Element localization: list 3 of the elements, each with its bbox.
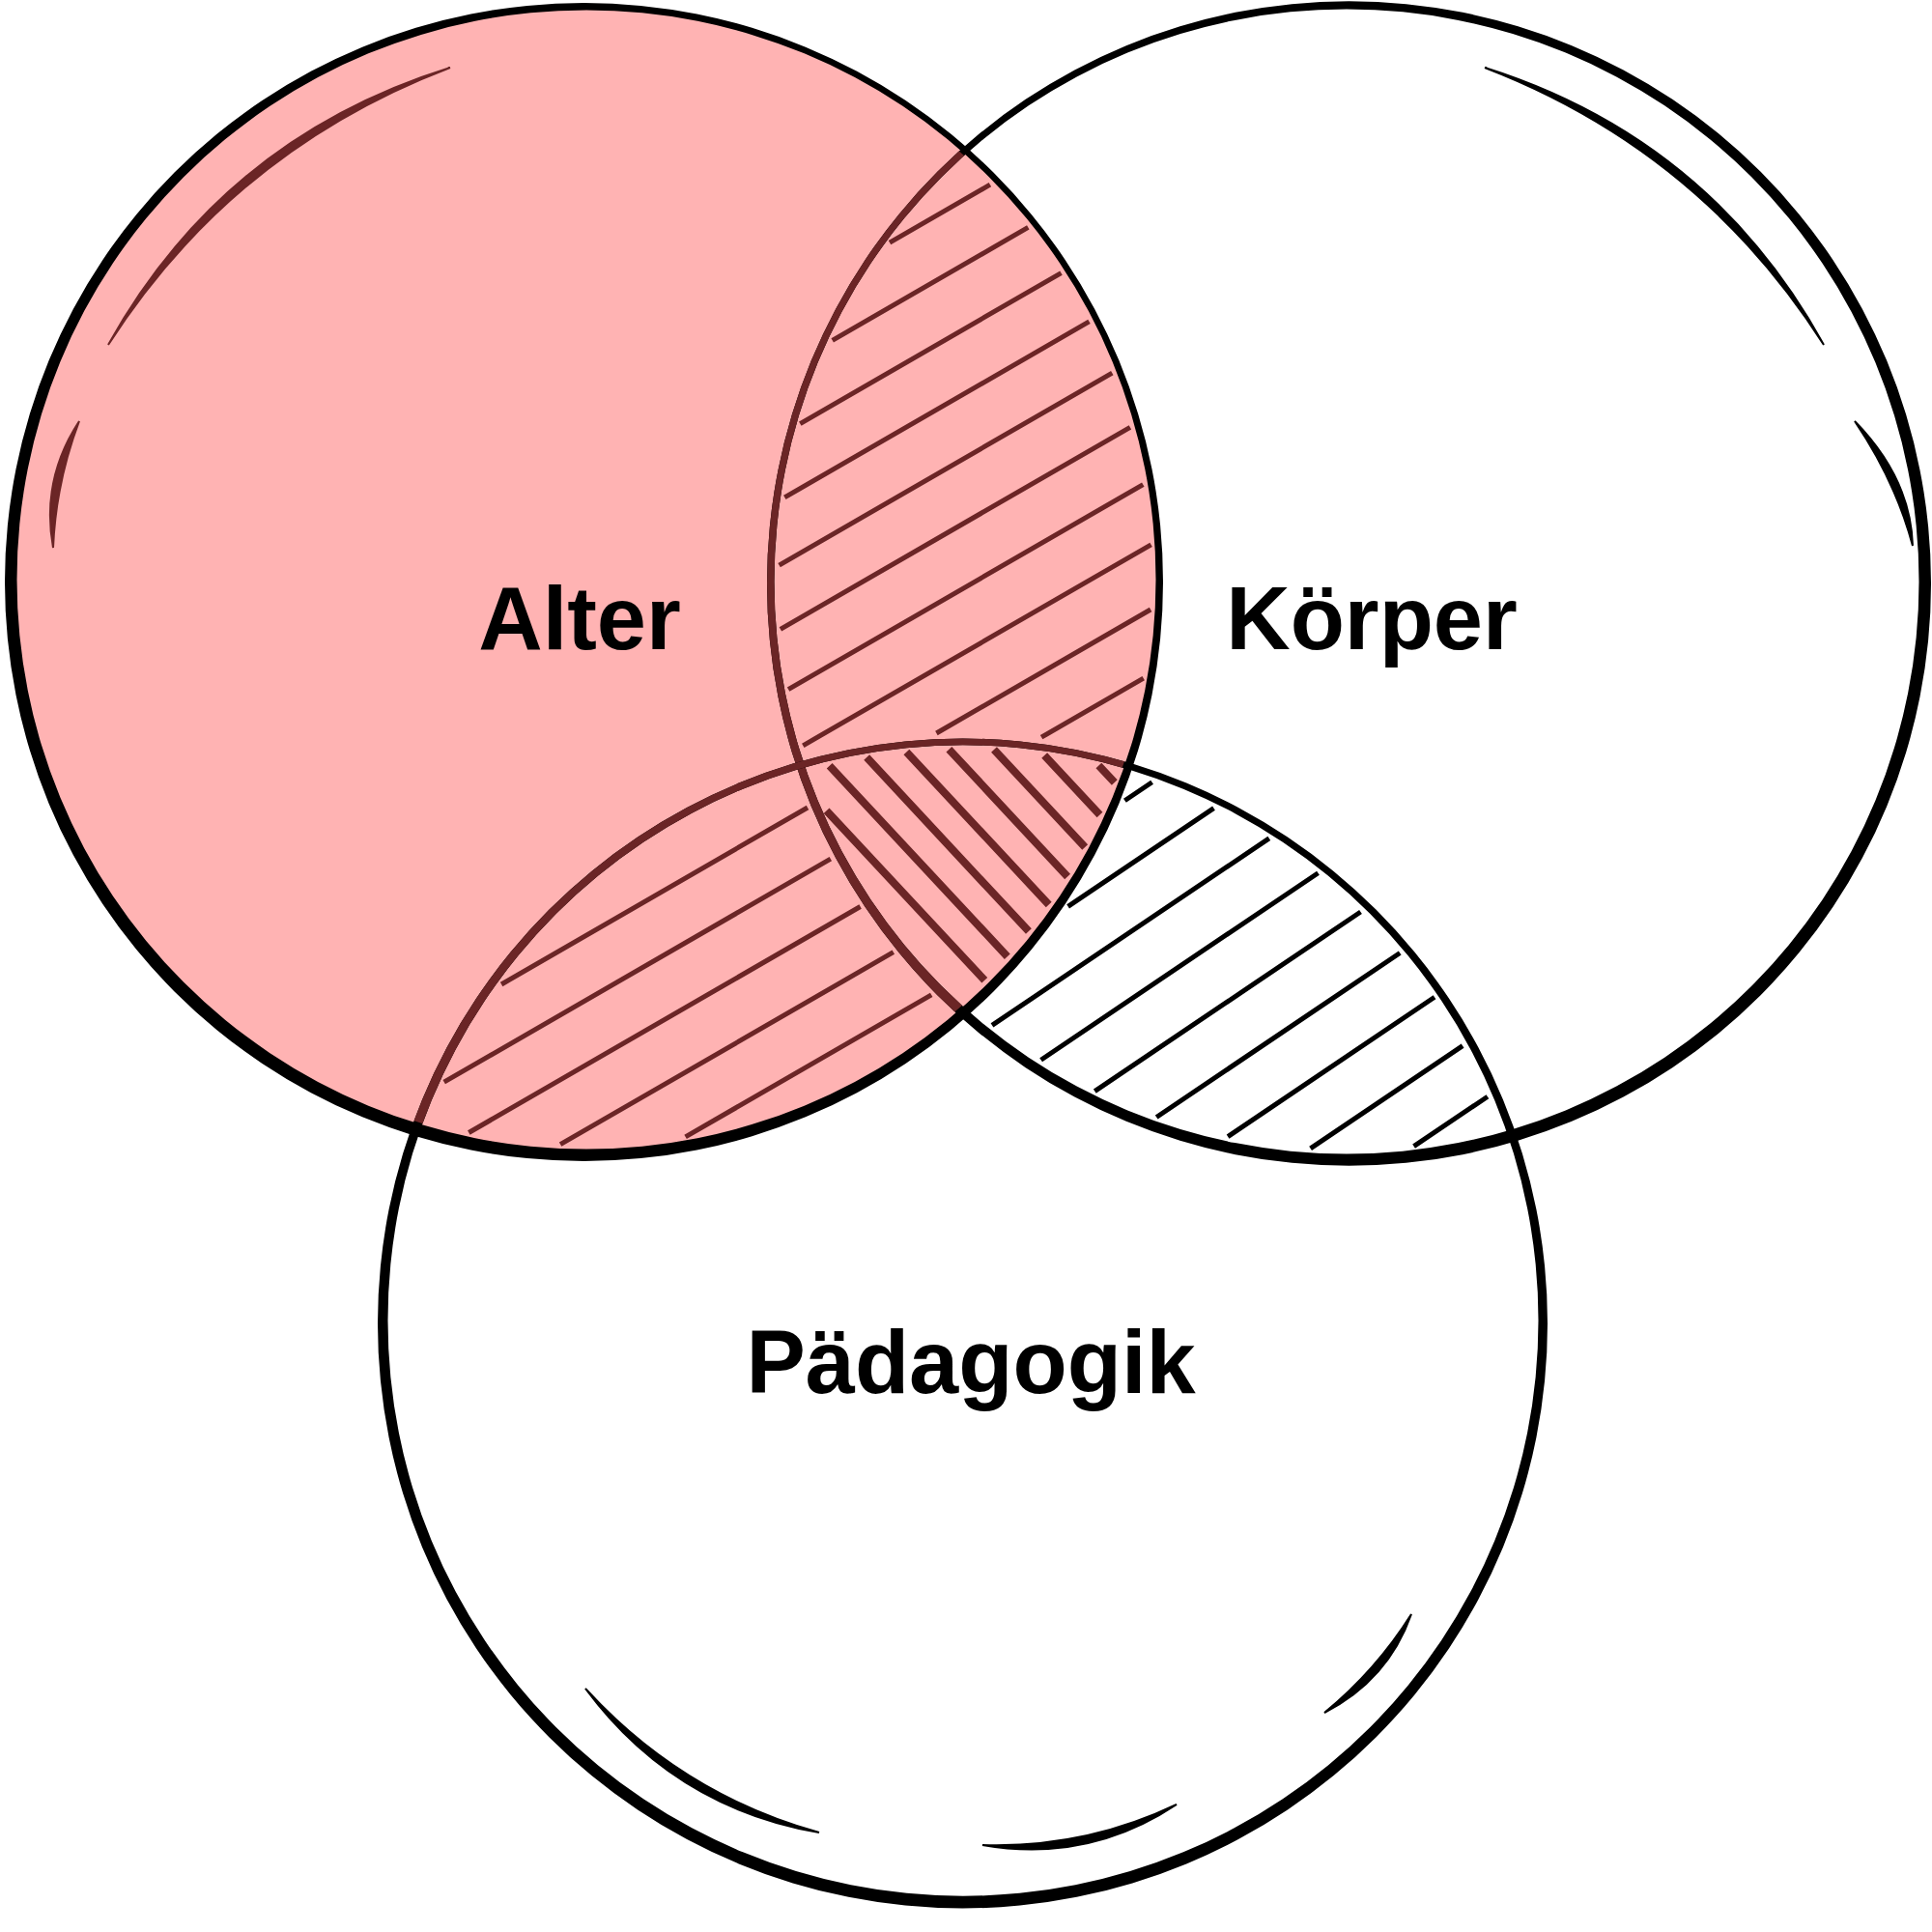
circle-label: Alter: [478, 571, 681, 666]
circle-label: Körper: [1226, 571, 1518, 666]
circle-label: Pädagogik: [746, 1315, 1196, 1409]
